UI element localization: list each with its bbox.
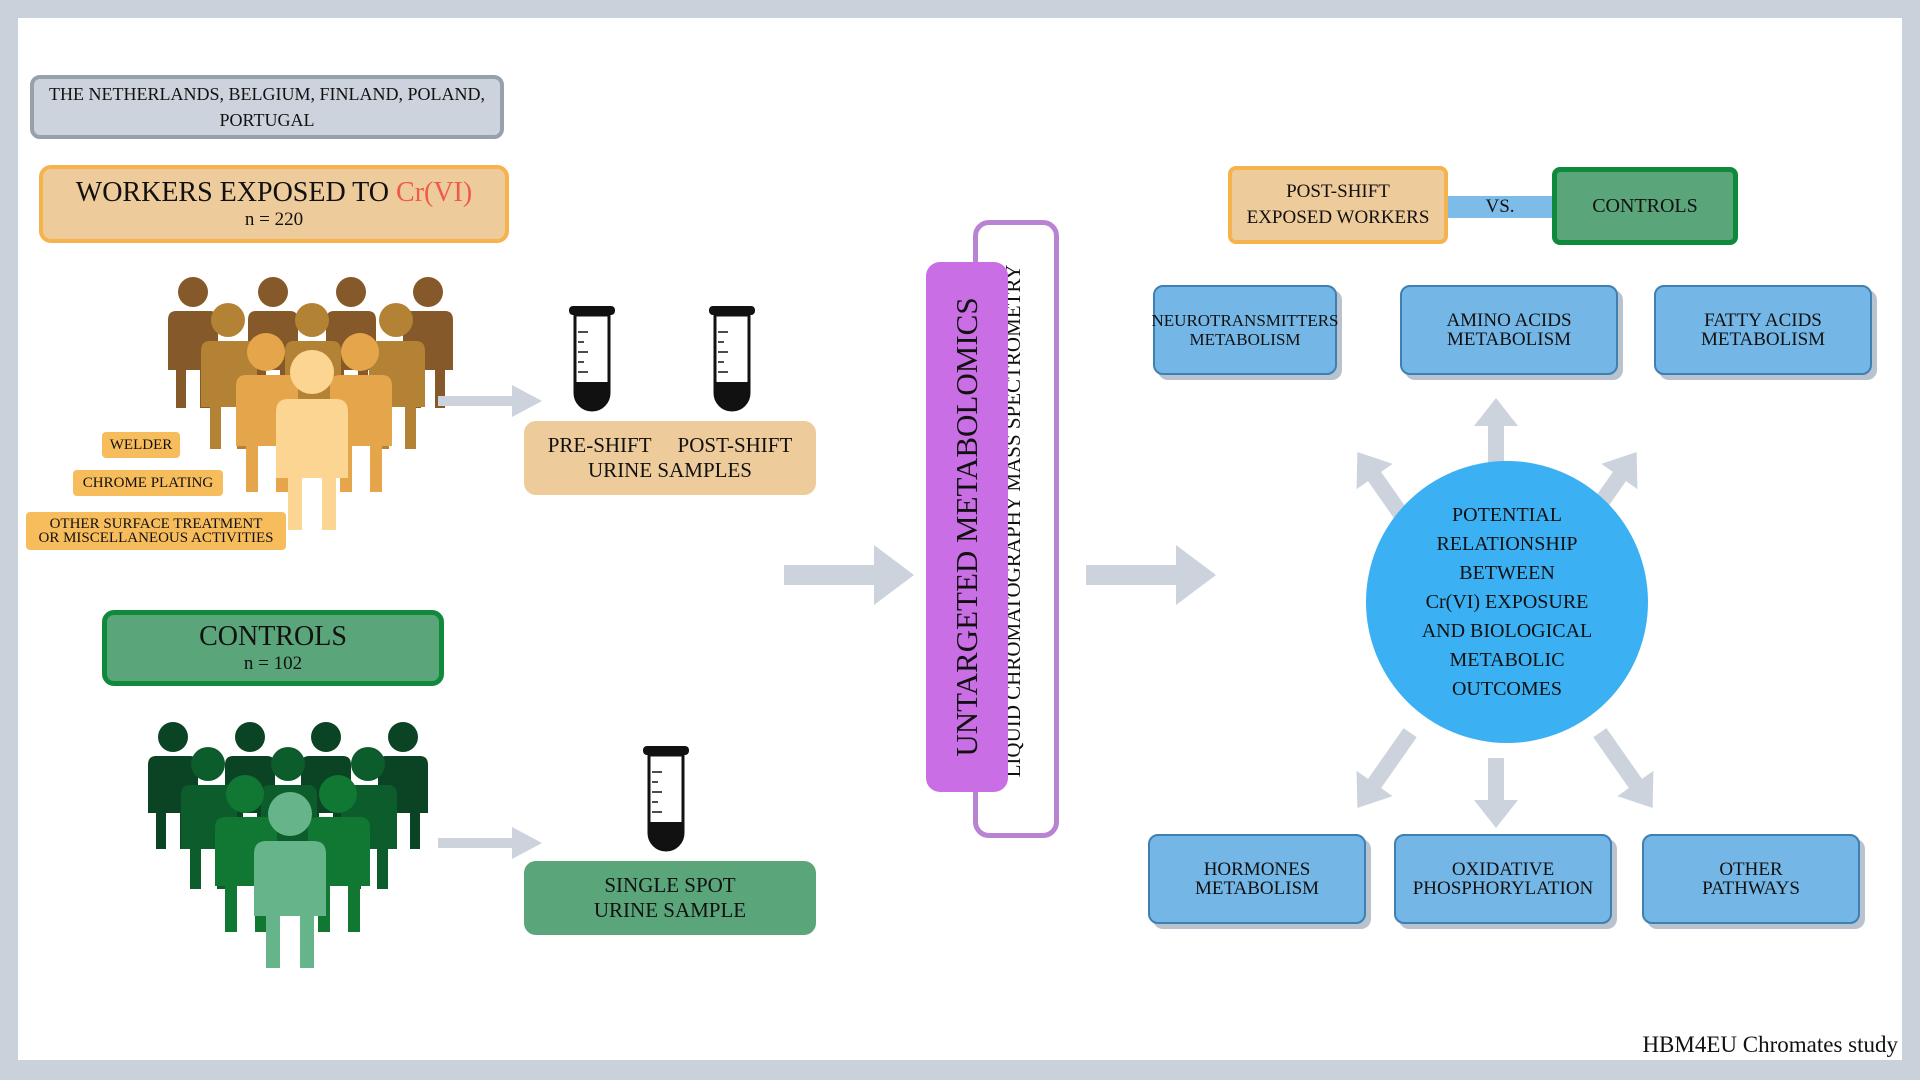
- pre-post-row: PRE-SHIFT POST-SHIFT: [548, 433, 793, 458]
- pathway-amino-l2: METABOLISM: [1446, 329, 1572, 350]
- test-tube-controls-icon: [643, 746, 689, 852]
- diagram-canvas: THE NETHERLANDS, BELGIUM, FINLAND, POLAN…: [18, 18, 1902, 1060]
- test-tube-pre-icon: [569, 306, 615, 412]
- pathway-fatty-l2: METABOLISM: [1700, 329, 1826, 350]
- arrow-down-left: [1356, 728, 1417, 809]
- hub-line-3: BETWEEN: [1459, 561, 1555, 584]
- pathway-oxidative-phosphorylation: OXIDATIVE PHOSPHORYLATION: [1394, 834, 1612, 924]
- workers-title-text: WORKERS EXPOSED TO: [75, 177, 397, 208]
- crvi-highlight: Cr(VI): [396, 177, 473, 208]
- arrow-metabolomics-to-results: [1086, 545, 1216, 605]
- arrow-workers-to-samples: [438, 385, 542, 417]
- tag-other-surface: OTHER SURFACE TREATMENT OR MISCELLANEOUS…: [26, 512, 286, 550]
- pathway-hormones-l1: HORMONES: [1203, 859, 1311, 880]
- post-shift-workers-box: POST-SHIFT EXPOSED WORKERS: [1228, 166, 1448, 244]
- pathway-other-l2: PATHWAYS: [1702, 878, 1800, 899]
- arrow-up-center: [1474, 398, 1518, 468]
- countries-text: THE NETHERLANDS, BELGIUM, FINLAND, POLAN…: [49, 84, 485, 130]
- workers-n: n = 220: [244, 209, 304, 230]
- pathway-neurotransmitters: NEUROTRANSMITTERS METABOLISM: [1151, 285, 1339, 375]
- relationship-hub: POTENTIAL RELATIONSHIP BETWEEN Cr(VI) EX…: [1366, 461, 1648, 743]
- tag-welder-text: WELDER: [109, 436, 173, 453]
- workers-title: WORKERS EXPOSED TO Cr(VI): [76, 177, 472, 209]
- pathway-fatty-acids: FATTY ACIDS METABOLISM: [1654, 285, 1872, 375]
- comparison-controls-box: CONTROLS: [1552, 167, 1738, 245]
- countries-box: THE NETHERLANDS, BELGIUM, FINLAND, POLAN…: [30, 75, 504, 139]
- metabolomics-label: UNTARGETED METABOLOMICS: [949, 297, 984, 757]
- controls-n: n = 102: [243, 653, 303, 674]
- pathway-other: OTHER PATHWAYS: [1642, 834, 1860, 924]
- post-shift-line1: POST-SHIFT: [1286, 181, 1390, 202]
- tag-other-line1: OTHER SURFACE TREATMENT: [49, 516, 263, 532]
- hub-line-2: RELATIONSHIP: [1436, 532, 1578, 555]
- hub-line-6: METABOLIC: [1449, 648, 1565, 671]
- controls-group-icon: [148, 722, 428, 968]
- hub-line-5: AND BIOLOGICAL: [1421, 619, 1593, 642]
- workers-group-icon: [168, 277, 453, 530]
- post-shift-label: POST-SHIFT: [677, 433, 793, 457]
- single-spot-line1: SINGLE SPOT: [604, 873, 736, 897]
- pathway-neuro-l1: NEUROTRANSMITTERS: [1151, 311, 1339, 330]
- controls-title: CONTROLS: [199, 621, 347, 652]
- controls-box: CONTROLS n = 102: [102, 610, 444, 686]
- pathway-oxidative-l2: PHOSPHORYLATION: [1412, 878, 1594, 899]
- pathway-amino-l1: AMINO ACIDS: [1446, 310, 1572, 331]
- pre-shift-label: PRE-SHIFT: [547, 433, 652, 457]
- vs-label: VS.: [1485, 196, 1515, 217]
- comparison-controls-label: CONTROLS: [1592, 194, 1698, 217]
- study-caption: HBM4EU Chromates study: [1642, 1032, 1898, 1057]
- workers-box: WORKERS EXPOSED TO Cr(VI) n = 220: [39, 165, 509, 243]
- vs-connector: VS.: [1445, 196, 1555, 218]
- pathway-neuro-l2: METABOLISM: [1189, 330, 1301, 349]
- arrow-down-right: [1593, 728, 1654, 809]
- pathway-oxidative-l1: OXIDATIVE: [1451, 859, 1555, 880]
- single-spot-line2: URINE SAMPLE: [593, 898, 747, 922]
- hub-line-4: Cr(VI) EXPOSURE: [1425, 590, 1589, 613]
- hub-line-1: POTENTIAL: [1452, 503, 1562, 526]
- tag-other-line2: OR MISCELLANEOUS ACTIVITIES: [38, 530, 274, 546]
- pathway-amino-acids: AMINO ACIDS METABOLISM: [1400, 285, 1618, 375]
- single-spot-box: SINGLE SPOT URINE SAMPLE: [524, 861, 816, 935]
- arrow-controls-to-sample: [438, 827, 542, 859]
- radial-arrows: [1356, 398, 1654, 828]
- pathway-other-l1: OTHER: [1719, 859, 1783, 880]
- urine-samples-label: URINE SAMPLES: [588, 458, 752, 482]
- metabolomics-bar: UNTARGETED METABOLOMICS: [926, 262, 1008, 792]
- hub-line-7: OUTCOMES: [1451, 677, 1562, 700]
- tag-welder: WELDER: [102, 432, 180, 458]
- post-shift-line2: EXPOSED WORKERS: [1246, 207, 1430, 228]
- tag-chrome-plating: CHROME PLATING: [73, 470, 223, 496]
- pathway-fatty-l1: FATTY ACIDS: [1704, 310, 1822, 331]
- pathway-hormones: HORMONES METABOLISM: [1148, 834, 1366, 924]
- pathway-hormones-l2: METABOLISM: [1194, 878, 1320, 899]
- test-tube-post-icon: [709, 306, 755, 412]
- urine-samples-box: PRE-SHIFT POST-SHIFT URINE SAMPLES: [524, 421, 816, 495]
- arrow-down-center: [1474, 758, 1518, 828]
- arrow-samples-to-metabolomics: [784, 545, 914, 605]
- tag-chrome-text: CHROME PLATING: [82, 474, 214, 491]
